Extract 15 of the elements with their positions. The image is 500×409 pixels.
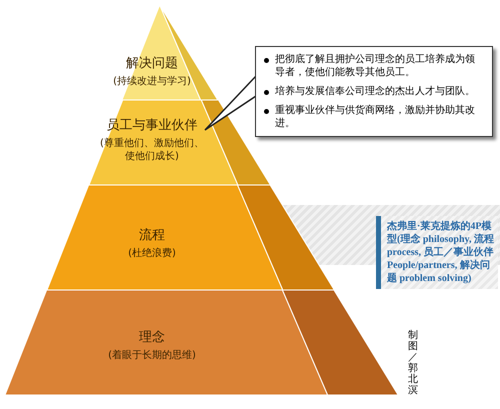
bullet-text: 重视事业伙伴与供货商网络，激励并协助其改进。	[275, 104, 476, 130]
bullet-text: 把彻底了解且拥护公司理念的员工培养成为领导者，使他们能教导其他员工。	[275, 53, 476, 79]
pyramid-layer	[5, 290, 398, 395]
note-box	[376, 216, 498, 289]
credit-text: 制图／郭北溟	[408, 330, 418, 396]
layer-title: 解决问题	[126, 56, 178, 72]
pyramid-layer	[88, 100, 270, 185]
callout-pointer	[204, 75, 257, 131]
pyramid-layer	[46, 185, 334, 290]
bullet-text: 培养与发展信奉公司理念的杰出人才与团队。	[275, 85, 475, 98]
layer-title: 流程	[138, 228, 165, 244]
layer-subtitle: (着眼于长期的思维)	[108, 350, 196, 363]
layer-subtitle: (杜绝浪费)	[128, 248, 176, 261]
layer-title: 理念	[138, 330, 165, 346]
note-text: 杰弗里·莱克提炼的4P模型(理念 philosophy, 流程 process, 员工／事业伙伴 People/partners, 解决问题 problem solving)	[387, 220, 494, 285]
